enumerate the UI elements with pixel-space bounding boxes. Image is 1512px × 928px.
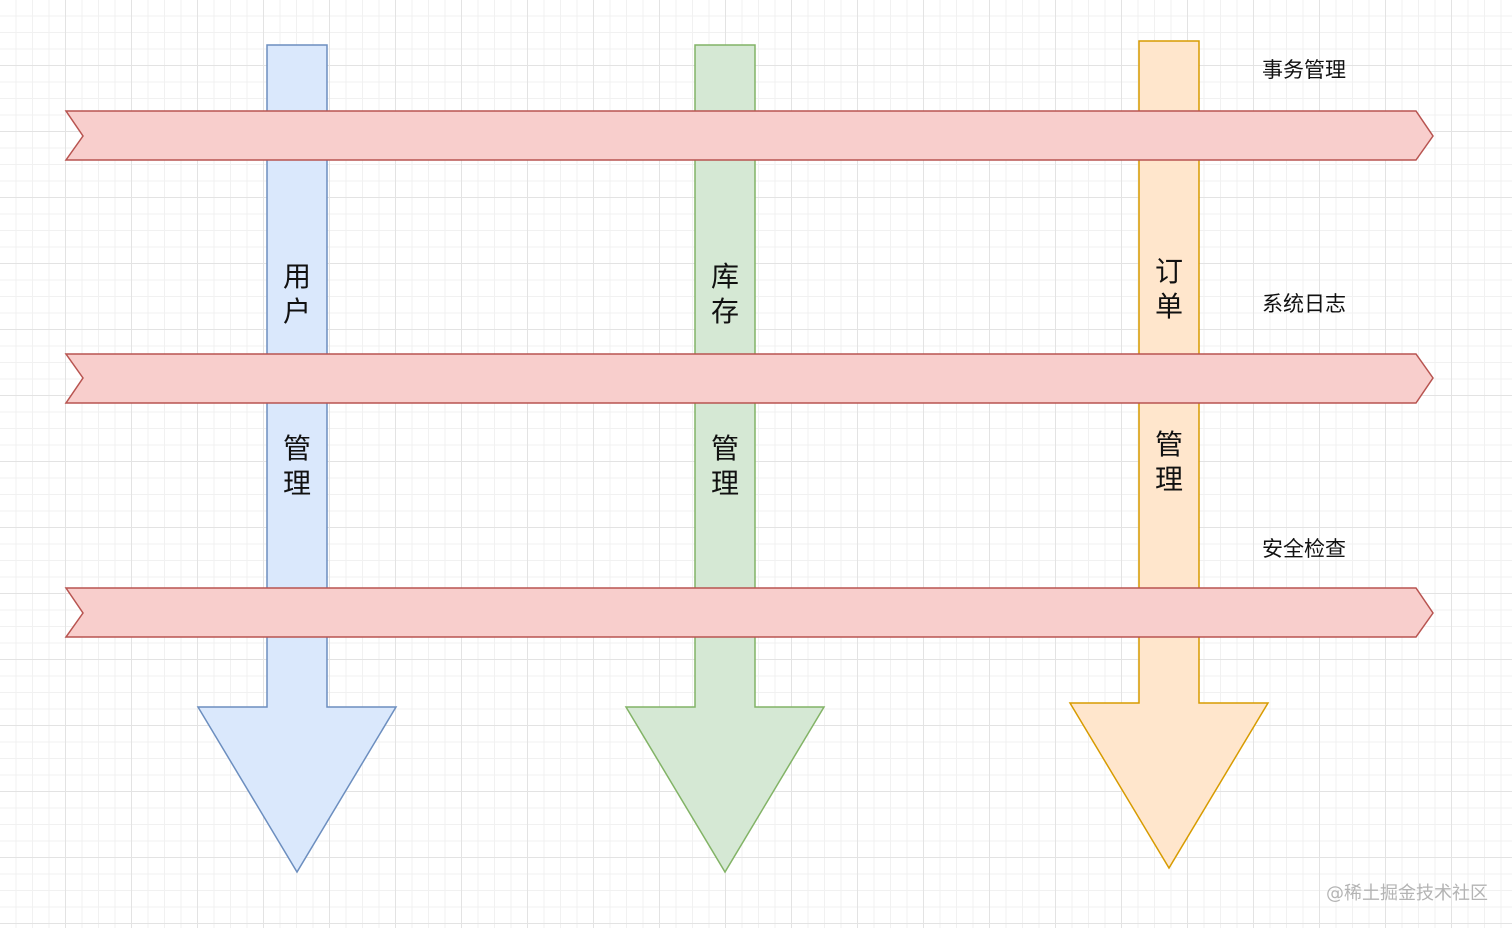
concern-band-security [64,587,1434,638]
concern-band-transaction [64,110,1434,161]
concern-band-logging [64,353,1434,404]
module-order-label-1: 订 [1155,255,1183,288]
module-arrow-user: 用 户 管 理 [196,44,398,874]
watermark: @稀土掘金技术社区 [1326,883,1488,904]
module-order-label-3: 管 [1155,428,1183,461]
module-inventory-label-3: 管 [711,432,739,465]
module-inventory-label-2: 存 [711,295,739,328]
module-arrow-inventory: 库 存 管 理 [624,44,826,874]
module-order-label-4: 理 [1155,463,1183,496]
module-order-label-2: 单 [1155,290,1183,323]
module-arrow-order: 订 单 管 理 [1068,40,1270,870]
concern-label-transaction: 事务管理 [1262,58,1346,82]
module-user-label-1: 用 [283,260,311,293]
module-inventory-label-4: 理 [711,467,739,500]
concern-label-logging: 系统日志 [1262,292,1346,316]
module-user-label-4: 理 [283,467,311,500]
concern-label-security: 安全检查 [1262,537,1346,561]
module-user-label-3: 管 [283,432,311,465]
module-user-label-2: 户 [283,295,311,328]
module-inventory-label-1: 库 [711,260,739,293]
